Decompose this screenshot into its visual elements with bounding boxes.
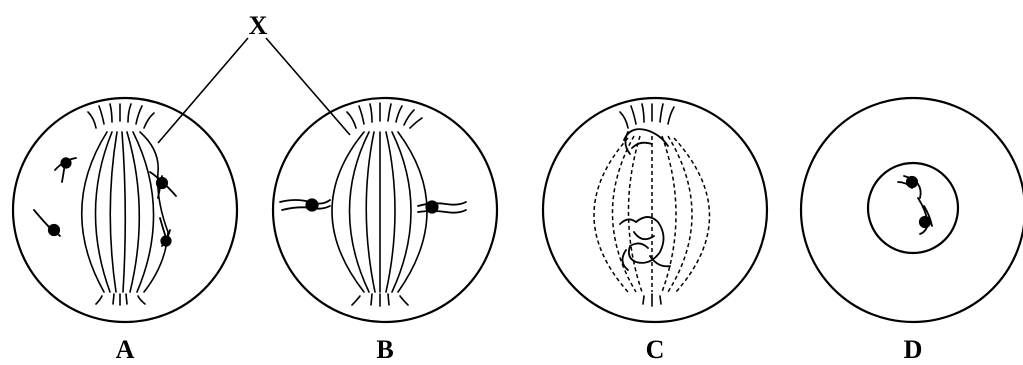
label-x: X (249, 11, 268, 40)
cell-d-chromosomes (898, 176, 932, 234)
cell-d-membrane (801, 98, 1023, 322)
panel-label-c: C (646, 335, 665, 364)
cell-c-membrane (543, 98, 767, 322)
cell-a-chromosomes (34, 158, 176, 246)
cell-b (273, 98, 497, 322)
cell-c (543, 98, 767, 322)
panel-label-a: A (116, 335, 135, 364)
cell-b-chromosomes (280, 199, 466, 213)
panel-label-d: D (904, 335, 923, 364)
cell-b-membrane (273, 98, 497, 322)
cell-c-spindle (594, 104, 710, 306)
cell-b-spindle (332, 103, 427, 306)
cell-d (801, 98, 1023, 322)
cell-c-chromatin (620, 129, 670, 270)
cell-a-spindle (82, 104, 168, 305)
panel-label-b: B (376, 335, 393, 364)
x-pointer-lines (158, 38, 350, 143)
cell-a (13, 98, 237, 322)
